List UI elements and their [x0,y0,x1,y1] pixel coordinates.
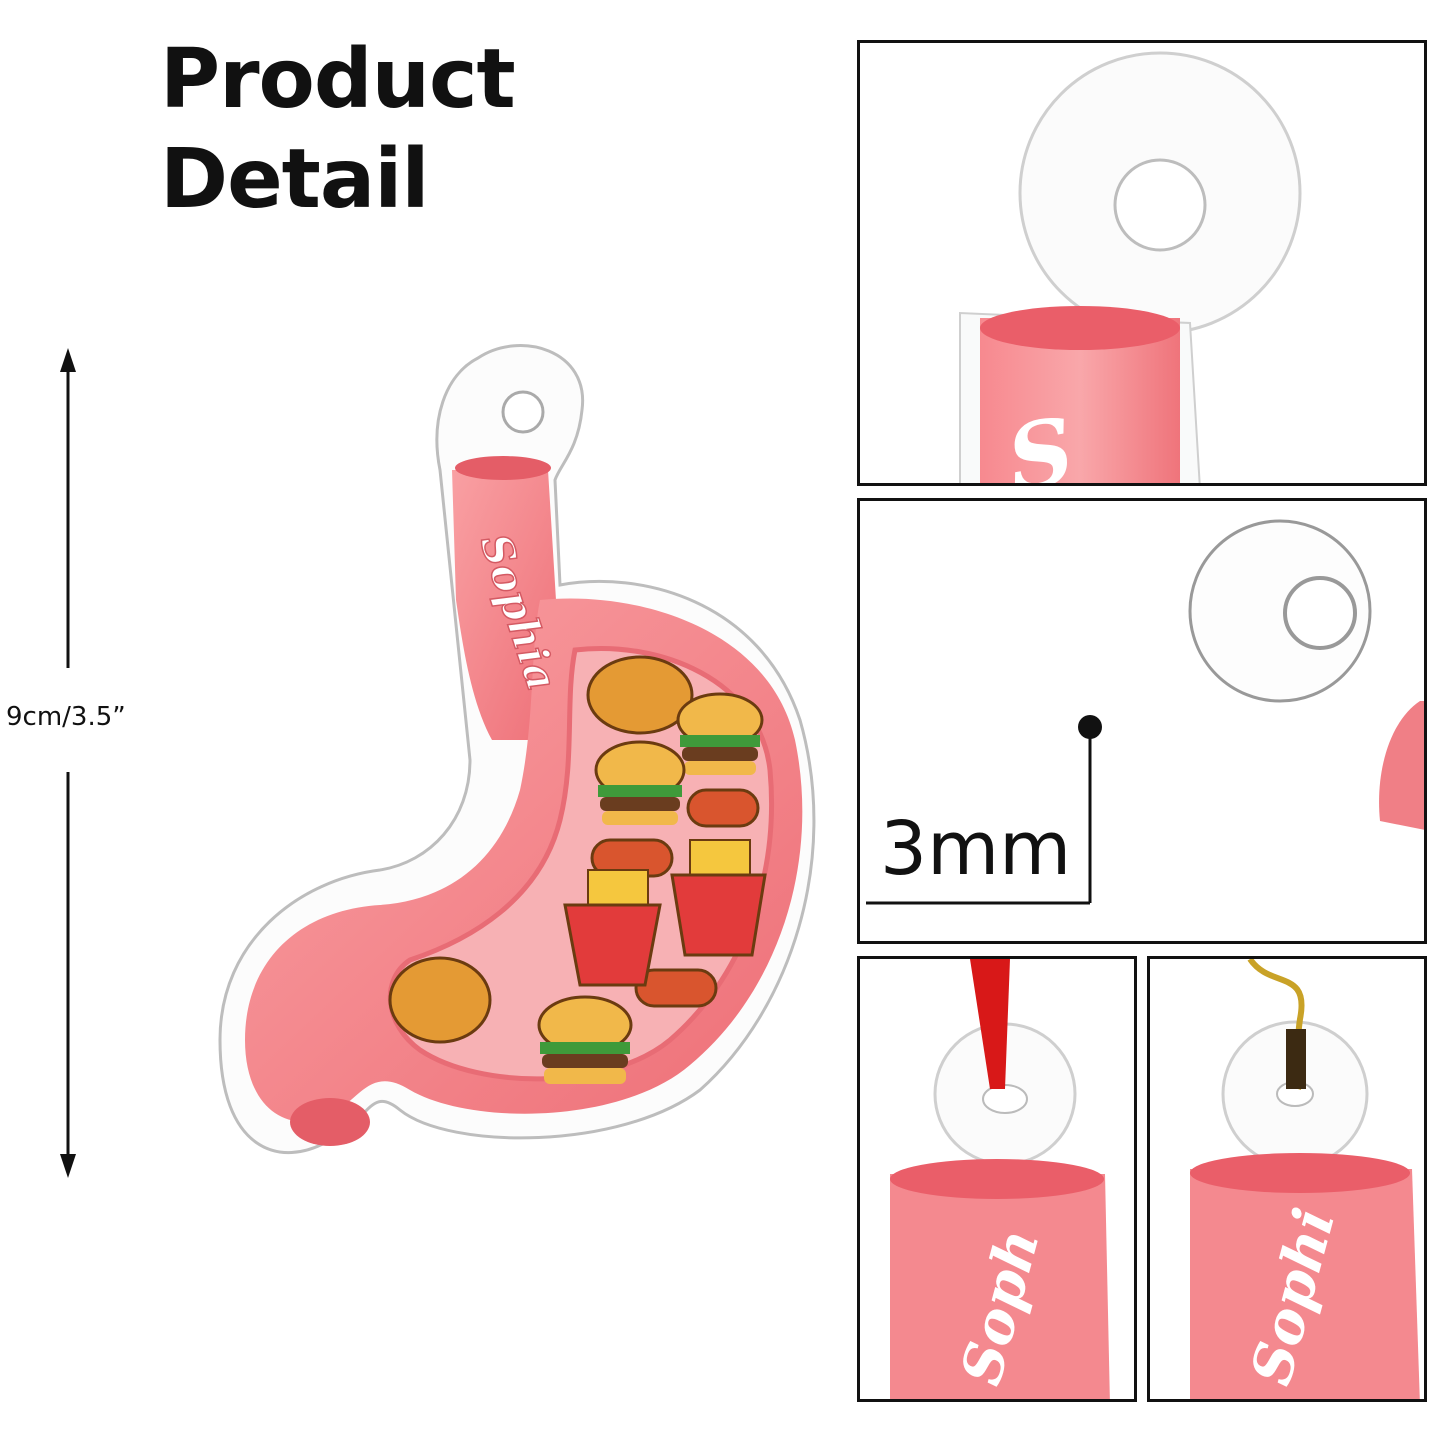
dimension-arrow [60,348,76,1178]
gold-cord-illustration: Sophi [1190,959,1420,1399]
burger-icon [594,740,686,825]
fries-icon [670,839,767,957]
detail-panel-gold-cord: Sophi [1147,956,1427,1402]
hanging-hole [501,390,545,434]
detail-panel-top: S [857,40,1427,486]
thickness-panel-illustration [866,519,1424,905]
burger-icon [537,995,633,1084]
chicken-icon [586,655,694,735]
hotdog-icon [634,968,718,1008]
page-title: Product Detail [160,32,516,227]
thickness-label: 3mm [880,806,1072,892]
food-items [388,655,767,1084]
red-ribbon-illustration: Soph [890,959,1110,1399]
stomach-outlet [290,1098,370,1146]
dimension-label: 9cm/3.5” [6,702,126,732]
ribbon-red [970,959,1010,1089]
chicken-icon [388,956,492,1044]
detail-panel-thickness: 3mm [857,498,1427,944]
hotdog-icon [686,788,760,828]
esophagus-opening [455,456,551,480]
stomach-ornament: Sophia [218,344,816,1154]
fries-icon [563,869,662,987]
detail-panel-red-ribbon: Soph [857,956,1137,1402]
burger-icon [676,692,764,775]
top-panel-illustration: S [959,51,1302,483]
